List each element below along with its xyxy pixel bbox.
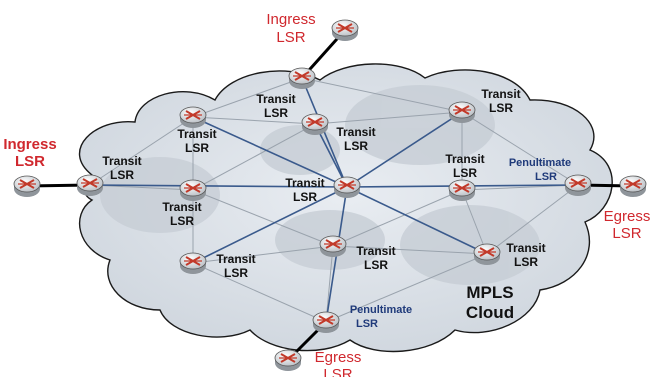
transit-mid-right-label-line2: LSR	[453, 166, 477, 180]
transit-lower-right-label-line1: Transit	[506, 241, 545, 255]
penultimate-bottom-label-line1: Penultimate	[350, 304, 412, 316]
router-icon	[331, 19, 359, 42]
ingress-top-label-line2: LSR	[276, 29, 305, 46]
transit-center-label-line1: Transit	[285, 176, 324, 190]
transit-lower-right-label-line2: LSR	[514, 255, 538, 269]
router-icon	[448, 179, 476, 202]
transit-center-label-line2: LSR	[293, 190, 317, 204]
cloud-label-line1: MPLS	[466, 283, 513, 302]
router-icon	[301, 113, 329, 136]
router-icon	[312, 311, 340, 334]
router-icon	[288, 67, 316, 90]
ingress-left-label-line1: Ingress	[3, 136, 56, 153]
router-icon	[13, 175, 41, 198]
router-icon	[333, 176, 361, 199]
penultimate-right-label-line1: Penultimate	[509, 157, 571, 169]
router-icon	[473, 243, 501, 266]
router-icon	[448, 101, 476, 124]
router-icon	[564, 174, 592, 197]
egress-bottom-label-line2: LSR	[323, 366, 352, 377]
router-icon	[179, 252, 207, 275]
transit-lower-mid-label-line1: Transit	[356, 244, 395, 258]
router-icon	[619, 175, 647, 198]
transit-inner-top-label-line1: Transit	[336, 125, 375, 139]
penultimate-bottom-label-line2: LSR	[356, 318, 378, 330]
cloud-label-line2: Cloud	[466, 303, 514, 322]
transit-lower-mid-label-line2: LSR	[364, 258, 388, 272]
transit-top-label-line1: Transit	[256, 92, 295, 106]
egress-bottom-label-line1: Egress	[315, 349, 362, 366]
transit-upper-right-label-line2: LSR	[489, 101, 513, 115]
core-links	[89, 77, 579, 323]
penultimate-right-label-line2: LSR	[535, 171, 557, 183]
transit-lower-left-label-line2: LSR	[224, 266, 248, 280]
router-icon	[179, 106, 207, 129]
transit-left-label-line1: Transit	[102, 154, 141, 168]
transit-mid-right-label-line1: Transit	[445, 152, 484, 166]
transit-upper-right-label-line1: Transit	[481, 87, 520, 101]
transit-mid-left-label-line1: Transit	[162, 200, 201, 214]
transit-upper-left-label-line2: LSR	[185, 141, 209, 155]
ingress-top-label-line1: Ingress	[266, 11, 315, 28]
transit-lower-left-label-line1: Transit	[216, 252, 255, 266]
egress-right-label-line2: LSR	[612, 225, 641, 242]
transit-top-label-line2: LSR	[264, 106, 288, 120]
node-labels: Ingress LSR Ingress LSR Egress LSR Egres…	[3, 11, 650, 377]
router-icon	[319, 235, 347, 258]
transit-mid-left-label-line2: LSR	[170, 214, 194, 228]
egress-right-label-line1: Egress	[604, 208, 651, 225]
transit-inner-top-label-line2: LSR	[344, 139, 368, 153]
router-icon	[274, 349, 302, 372]
transit-upper-left-label-line1: Transit	[177, 127, 216, 141]
transit-left-label-line2: LSR	[110, 168, 134, 182]
router-icon	[76, 174, 104, 197]
mesh-links	[89, 77, 579, 323]
router-icon	[179, 179, 207, 202]
ingress-left-label-line2: LSR	[15, 153, 45, 170]
